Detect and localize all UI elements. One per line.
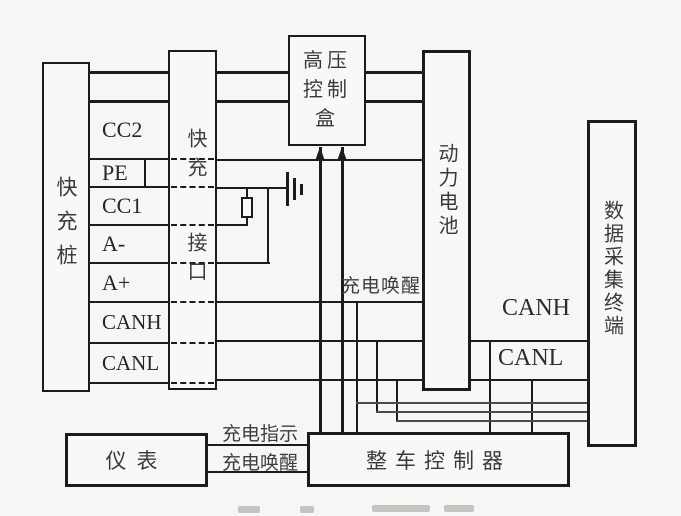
vehicle-controller-label: 整车控制器 [366, 448, 511, 473]
hv-control-label-line2: 控制 [303, 79, 351, 101]
instrument-label: 仪表 [105, 449, 168, 473]
charging-pile-label: 快充桩 [54, 176, 78, 278]
interface-pin-dash [171, 158, 214, 160]
interface-pin-dash [171, 342, 214, 344]
canl-dropper [396, 379, 398, 422]
cell-line [90, 186, 168, 188]
pin-label-cc2: CC2 [102, 117, 143, 142]
wire-a-minus [216, 262, 270, 264]
power-battery-box: 动力电池 [422, 50, 471, 391]
interface-pin-dash [171, 186, 214, 188]
bus-line-1 [356, 402, 587, 404]
power-battery-label: 动力电池 [435, 142, 457, 239]
arrow-up-icon [315, 147, 325, 161]
ground-icon-bar3 [300, 184, 303, 195]
interface-label-top: 快充 [184, 128, 206, 186]
ground-icon-bar2 [293, 178, 296, 200]
charge-wakeup-mid-label: 充电唤醒 [341, 276, 422, 297]
pin-label-a-plus: A+ [102, 269, 131, 295]
canh-dropper [376, 340, 378, 413]
interface-pin-dash [171, 382, 214, 384]
wire-canh [216, 340, 587, 342]
caption-fragment [372, 505, 430, 512]
caption-fragment [238, 506, 260, 513]
control-line-1 [319, 147, 322, 432]
interface-pin-dash [171, 224, 214, 226]
canh-controller-dropper [489, 340, 491, 432]
resistor-lead-top [246, 188, 248, 198]
indicate-link [208, 444, 307, 446]
pin-label-a-minus: A- [102, 231, 126, 256]
cell-line [90, 100, 168, 102]
canl-right-label: CANL [498, 345, 564, 371]
cell-line [90, 342, 168, 344]
data-terminal-box: 数据采集终端 [587, 120, 637, 447]
pin-label-canh: CANH [102, 310, 162, 334]
vehicle-controller-box: 整车控制器 [307, 432, 570, 487]
caption-fragment [300, 506, 314, 513]
hv-control-label-line3: 盒 [315, 108, 339, 130]
cell-line [90, 224, 168, 226]
wire-dc-minus [90, 100, 422, 103]
ground-icon-bar1 [286, 172, 289, 206]
cell-line [90, 262, 168, 264]
caption-fragment [444, 505, 474, 512]
hv-control-box: 高压 控制 盒 [288, 35, 366, 146]
cell-line [90, 382, 168, 384]
resistor [241, 197, 253, 218]
pin-label-pe: PE [102, 160, 128, 185]
canh-right-label: CANH [502, 295, 571, 321]
bus-line-3 [396, 420, 587, 422]
wire-canl [216, 379, 587, 381]
interface-pin-dash [171, 262, 214, 264]
wakeup-link [208, 471, 307, 473]
arrow-up-icon [337, 147, 347, 161]
wire-pe-ground [216, 187, 288, 189]
hv-control-label-line1: 高压 [303, 50, 351, 72]
charge-interface-box [168, 50, 217, 390]
charging-pile-box: 快充桩 [42, 62, 90, 392]
pin-label-canl: CANL [102, 350, 160, 375]
charge-wakeup-bottom-label: 充电唤醒 [221, 453, 298, 474]
wakeup-dropper [356, 301, 358, 432]
resistor-lead-bottom [246, 217, 248, 226]
wire-cc1 [216, 224, 248, 226]
instrument-box: 仪表 [65, 433, 208, 487]
cell-line [90, 301, 168, 303]
canl-controller-dropper [531, 379, 533, 432]
pe-cell-divider [144, 159, 146, 187]
interface-pin-dash [171, 301, 214, 303]
pin-label-cc1: CC1 [102, 193, 143, 218]
wire-a-minus-riser [267, 188, 269, 264]
data-terminal-label: 数据采集终端 [600, 199, 623, 338]
bus-line-2 [376, 411, 587, 413]
control-line-2 [341, 147, 344, 432]
interface-label-bottom: 接口 [184, 232, 206, 290]
charge-indicate-label: 充电指示 [221, 424, 298, 445]
wire-dc-plus [90, 71, 422, 74]
cell-line [90, 158, 168, 160]
